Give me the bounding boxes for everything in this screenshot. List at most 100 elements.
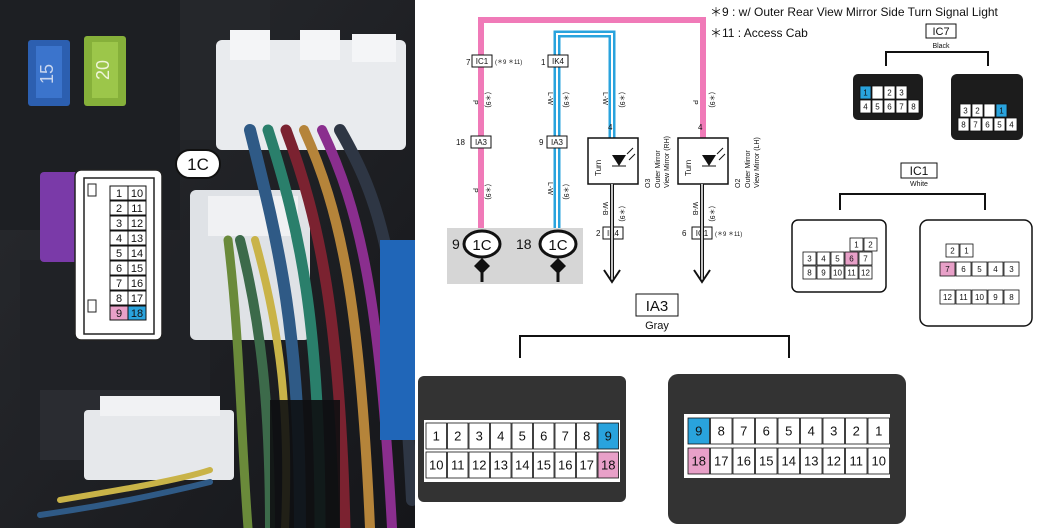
ia3-right-7: 7 [732,417,755,445]
photo-pin-4: 4 [109,230,129,246]
ia3-right-12: 12 [822,447,845,475]
svg-text:15: 15 [537,458,551,473]
wire-labels: P (＊9) P (＊9) L-W (＊9) L-W (＊9) L-W (＊9)… [471,92,715,222]
svg-text:O3: O3 [645,179,652,188]
svg-text:4: 4 [821,254,826,263]
svg-text:2: 2 [116,203,122,215]
svg-text:9: 9 [821,268,826,277]
svg-text:7: 7 [863,254,868,263]
ic7-title: IC7 [932,26,949,38]
ia3-right-3: 3 [822,417,845,445]
svg-text:16: 16 [558,458,572,473]
ia3-right-13: 13 [800,447,823,475]
svg-text:11: 11 [847,268,856,277]
ic1-left-8: 8 [802,265,817,280]
svg-text:O2: O2 [735,179,742,188]
ic7-right-6: 6 [981,117,994,132]
photo-pin-6: 6 [109,260,129,276]
svg-text:8: 8 [718,424,725,439]
svg-text:(＊9): (＊9) [484,184,491,200]
svg-text:5: 5 [785,424,792,439]
ia3-title: IA3 [646,298,669,315]
svg-text:18: 18 [601,458,615,473]
ic1-left-3: 3 [802,251,817,266]
photo-pin-11: 11 [127,200,147,216]
ia3-right-11: 11 [845,447,868,475]
ia3-left-16: 16 [554,451,576,479]
ic1-title: IC1 [910,164,929,178]
svg-text:(＊9): (＊9) [708,92,715,108]
blue-panel [380,240,415,440]
ia3-left-12: 12 [468,451,490,479]
photo-pin-10: 10 [127,185,147,201]
ia3-right-16: 16 [732,447,755,475]
svg-text:9: 9 [993,293,998,302]
photo-pin-12: 12 [127,215,147,231]
svg-text:7: 7 [466,58,471,67]
svg-text:2: 2 [596,229,601,238]
ic7-left-8: 8 [907,99,920,114]
ia3-left-15: 15 [533,451,555,479]
svg-text:1: 1 [875,424,882,439]
ia3-color: Gray [645,320,669,332]
svg-text:15: 15 [131,263,143,275]
svg-text:11: 11 [131,203,142,215]
junction-1c-pin18: 18 1C [516,229,578,282]
svg-text:4: 4 [497,429,504,444]
svg-text:7: 7 [899,102,904,111]
svg-text:2: 2 [975,106,980,115]
ic1-left-7: 7 [858,251,873,266]
svg-text:2: 2 [868,240,873,249]
ic1-right-11: 11 [955,289,972,305]
tape-wrap [270,400,340,528]
svg-text:3: 3 [476,429,483,444]
svg-text:L-W: L-W [546,92,553,105]
ic1-color: White [910,181,928,188]
tag-ic1-bottom: 6 IC1 (＊9 ＊11) [682,226,742,240]
svg-text:7: 7 [973,120,978,129]
svg-text:5: 5 [977,265,982,274]
svg-text:16: 16 [737,454,751,469]
ic1-right-5: 5 [971,261,988,277]
ground-arrow-lh [693,269,711,284]
svg-text:18: 18 [456,138,465,147]
photo-tag-1c: 1C [175,149,221,179]
svg-text:13: 13 [131,233,143,245]
svg-text:14: 14 [131,248,143,260]
svg-text:12: 12 [943,293,952,302]
svg-text:IK4: IK4 [552,57,565,66]
svg-text:2: 2 [950,246,955,255]
ia3-right-2: 2 [845,417,868,445]
ic1-left-1: 1 [849,237,864,252]
svg-text:4: 4 [608,123,613,132]
ic1-right-12: 12 [939,289,956,305]
photo-pin-15: 15 [127,260,147,276]
svg-text:P: P [691,100,698,105]
photo-pin-18: 18 [127,305,147,321]
svg-text:4: 4 [863,102,868,111]
svg-text:4: 4 [1009,120,1014,129]
ia3-right-15: 15 [755,447,778,475]
svg-text:17: 17 [131,293,143,305]
fuse-15a: 15 [28,40,70,106]
ic1-left-6: 6 [844,251,859,266]
svg-text:3: 3 [116,218,122,230]
svg-text:1: 1 [433,429,440,444]
svg-text:11: 11 [850,454,864,469]
svg-text:10: 10 [975,293,984,302]
svg-text:(＊9): (＊9) [562,184,569,200]
svg-text:5: 5 [997,120,1002,129]
svg-text:9: 9 [452,236,460,252]
svg-text:6: 6 [849,254,854,263]
svg-text:8: 8 [1009,293,1014,302]
ic7-left-1: 1 [859,85,872,100]
svg-text:1C: 1C [472,237,491,254]
fuse-20a: 20 [84,36,126,106]
ia3-left-10: 10 [425,451,447,479]
svg-text:6: 6 [540,429,547,444]
ic1-left-4: 4 [816,251,831,266]
ia3-left-14: 14 [511,451,533,479]
